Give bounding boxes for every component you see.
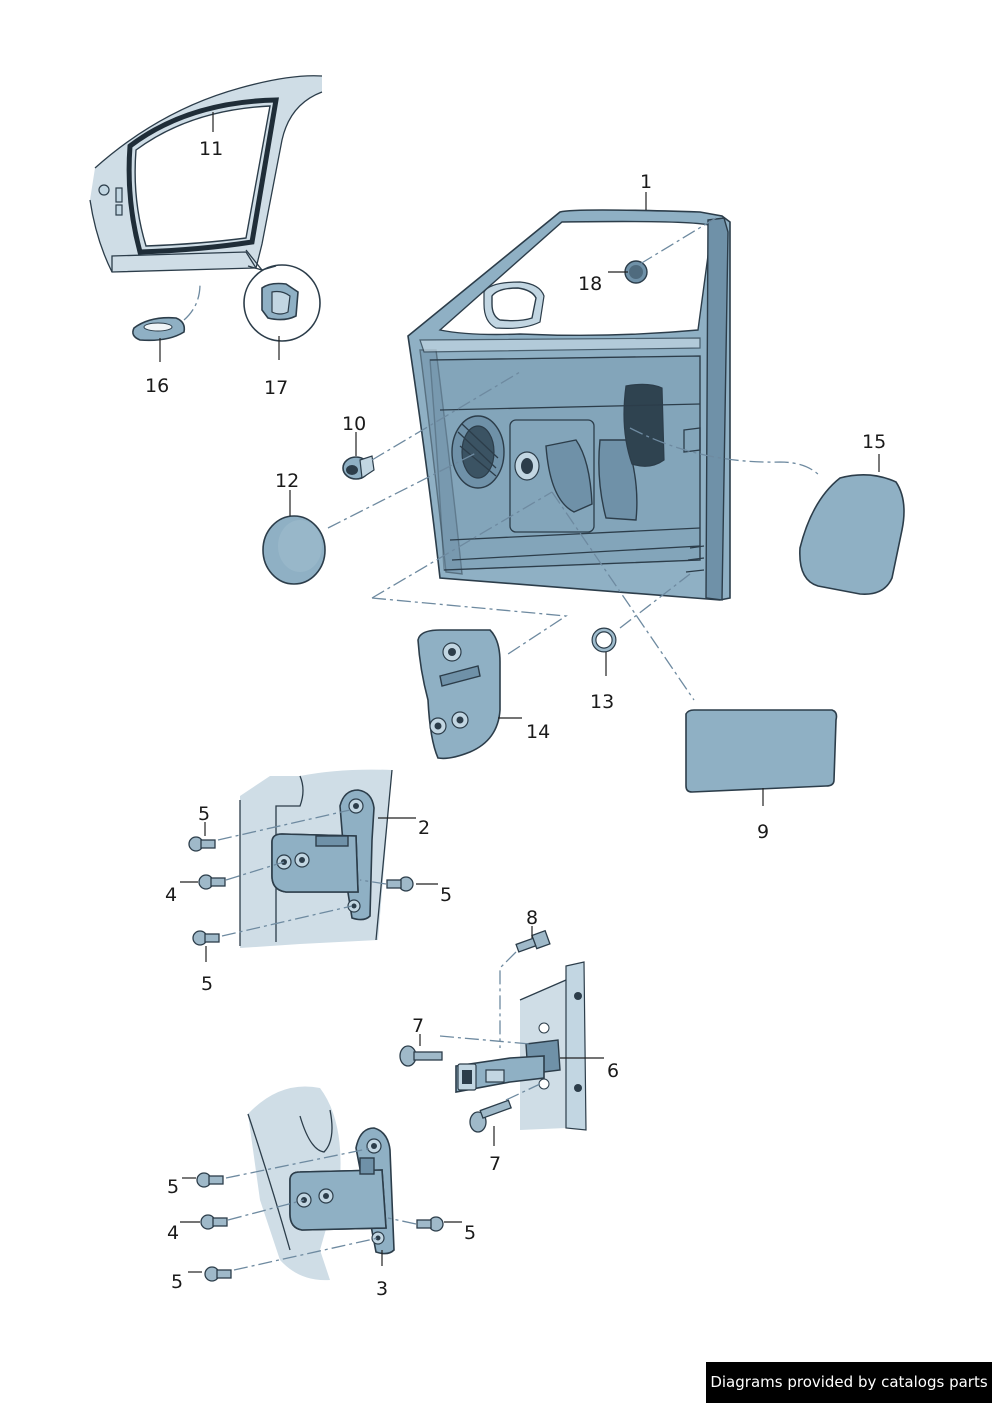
leader-lines — [159, 112, 880, 1273]
callout-4a: 4 — [165, 884, 177, 906]
part-10-grommet[interactable] — [342, 455, 375, 480]
callout-5b: 5 — [440, 884, 452, 906]
callout-15: 15 — [862, 431, 886, 453]
hinge-bolts-lower[interactable] — [196, 1172, 444, 1282]
part-2-upper-hinge[interactable] — [239, 769, 393, 948]
callout-5a: 5 — [198, 803, 210, 825]
callout-5d: 5 — [167, 1176, 179, 1198]
callout-7b: 7 — [489, 1153, 501, 1175]
callout-14: 14 — [526, 721, 550, 743]
callout-11: 11 — [199, 138, 223, 160]
callout-2: 2 — [418, 817, 430, 839]
part-9-insulation-sheet[interactable] — [685, 709, 838, 793]
part-3-lower-hinge[interactable] — [247, 1086, 395, 1281]
part-16-grommet[interactable] — [132, 316, 186, 342]
callout-5c: 5 — [201, 973, 213, 995]
attribution-footer: Diagrams provided by catalogs parts — [706, 1362, 992, 1403]
callout-13: 13 — [590, 691, 614, 713]
callout-7a: 7 — [412, 1015, 424, 1037]
part-1-door-shell[interactable] — [407, 209, 731, 601]
part-17-seal-clip-detail[interactable] — [243, 249, 321, 342]
part-15-sealing-foil[interactable] — [799, 474, 905, 595]
callout-3: 3 — [376, 1278, 388, 1300]
callout-18: 18 — [578, 273, 602, 295]
callout-labels: 1 11 16 17 18 10 12 15 13 14 9 2 5 4 5 5… — [145, 138, 886, 1300]
check-strap-bolts[interactable] — [399, 929, 551, 1133]
hinge-bolts-upper[interactable] — [188, 836, 414, 946]
callout-12: 12 — [275, 470, 299, 492]
callout-6: 6 — [607, 1060, 619, 1082]
callout-1: 1 — [640, 171, 652, 193]
callout-5e: 5 — [464, 1222, 476, 1244]
part-14-bracket[interactable] — [417, 629, 501, 760]
callout-10: 10 — [342, 413, 366, 435]
part-6-door-check-strap[interactable] — [455, 961, 587, 1131]
callout-4b: 4 — [167, 1222, 179, 1244]
part-18-plug[interactable] — [624, 260, 648, 284]
callout-8: 8 — [526, 907, 538, 929]
callout-5f: 5 — [171, 1271, 183, 1293]
callout-16: 16 — [145, 375, 169, 397]
callout-17: 17 — [264, 377, 288, 399]
part-13-o-ring[interactable] — [591, 627, 617, 653]
part-11-door-frame-seal[interactable] — [89, 75, 323, 273]
callout-9: 9 — [757, 821, 769, 843]
part-12-cover-cap[interactable] — [262, 515, 326, 585]
